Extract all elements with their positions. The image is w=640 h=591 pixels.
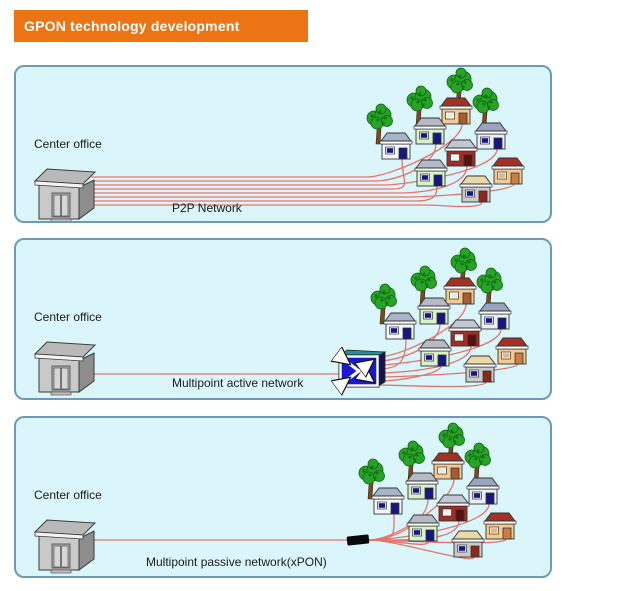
house-2-icon [405, 472, 439, 500]
panel-p2p-network: Center office P2P Network [14, 65, 552, 223]
house-8-icon [451, 530, 485, 558]
tree-icon [450, 247, 477, 289]
house-5-icon [436, 494, 470, 522]
title-banner: GPON technology development [14, 10, 308, 42]
center-office-label: Center office [34, 137, 102, 151]
active-network-diagram [33, 247, 529, 398]
fiber-line [368, 513, 395, 541]
house-4-icon [478, 302, 512, 330]
tree-icon [464, 442, 491, 484]
house-8-icon [459, 175, 493, 203]
center-office-building [33, 168, 97, 221]
tree-icon [472, 87, 499, 129]
house-3-icon [431, 452, 465, 480]
house-2-icon [417, 297, 451, 325]
center-office-building [33, 341, 97, 396]
house-1-icon [383, 312, 417, 340]
house-4-icon [474, 122, 508, 150]
fiber-line [377, 381, 487, 388]
passive-network-diagram [33, 422, 517, 574]
fiber-line [377, 345, 472, 374]
fiber-line [368, 539, 475, 560]
house-6-icon [406, 514, 440, 542]
fiber-line [377, 363, 519, 378]
tree-icon [358, 458, 385, 500]
tree-icon [446, 67, 473, 109]
house-2-icon [413, 117, 447, 145]
center-office-label: Center office [34, 488, 102, 502]
passive-splitter-icon [346, 534, 370, 546]
fiber-line [91, 201, 483, 208]
fiber-line [377, 303, 467, 358]
house-7-icon [495, 337, 529, 365]
network-type-label: Multipoint passive network(xPON) [146, 555, 327, 569]
fiber-line [91, 185, 438, 202]
center-office-label: Center office [34, 310, 102, 324]
house-5-icon [444, 139, 478, 167]
title-text: GPON technology development [24, 18, 240, 34]
network-type-label: Multipoint active network [172, 376, 304, 390]
panel-multipoint-active-network: Center office Multipoint active network [14, 238, 552, 400]
fiber-line [91, 158, 406, 190]
house-1-icon [379, 132, 413, 160]
house-8-icon [463, 355, 497, 383]
house-3-icon [443, 277, 477, 305]
tree-icon [476, 267, 503, 309]
tree-icon [406, 85, 433, 127]
tree-icon [410, 265, 437, 307]
tree-icon [366, 103, 393, 145]
p2p-network-diagram [33, 67, 525, 221]
house-1-icon [371, 487, 405, 515]
house-6-icon [418, 339, 452, 367]
fiber-line [91, 143, 437, 182]
center-office-building [33, 519, 97, 574]
house-7-icon [483, 512, 517, 540]
house-5-icon [448, 319, 482, 347]
network-type-label: P2P Network [172, 201, 242, 215]
house-7-icon [491, 157, 525, 185]
active-switch-icon [339, 350, 387, 387]
house-6-icon [414, 159, 448, 187]
tree-icon [370, 283, 397, 325]
fiber-line [91, 183, 515, 198]
house-4-icon [466, 477, 500, 505]
panel-multipoint-passive-network: Center office Multipoint passive network… [14, 416, 552, 578]
fiber-line [91, 123, 463, 178]
house-3-icon [439, 97, 473, 125]
tree-icon [398, 440, 425, 482]
